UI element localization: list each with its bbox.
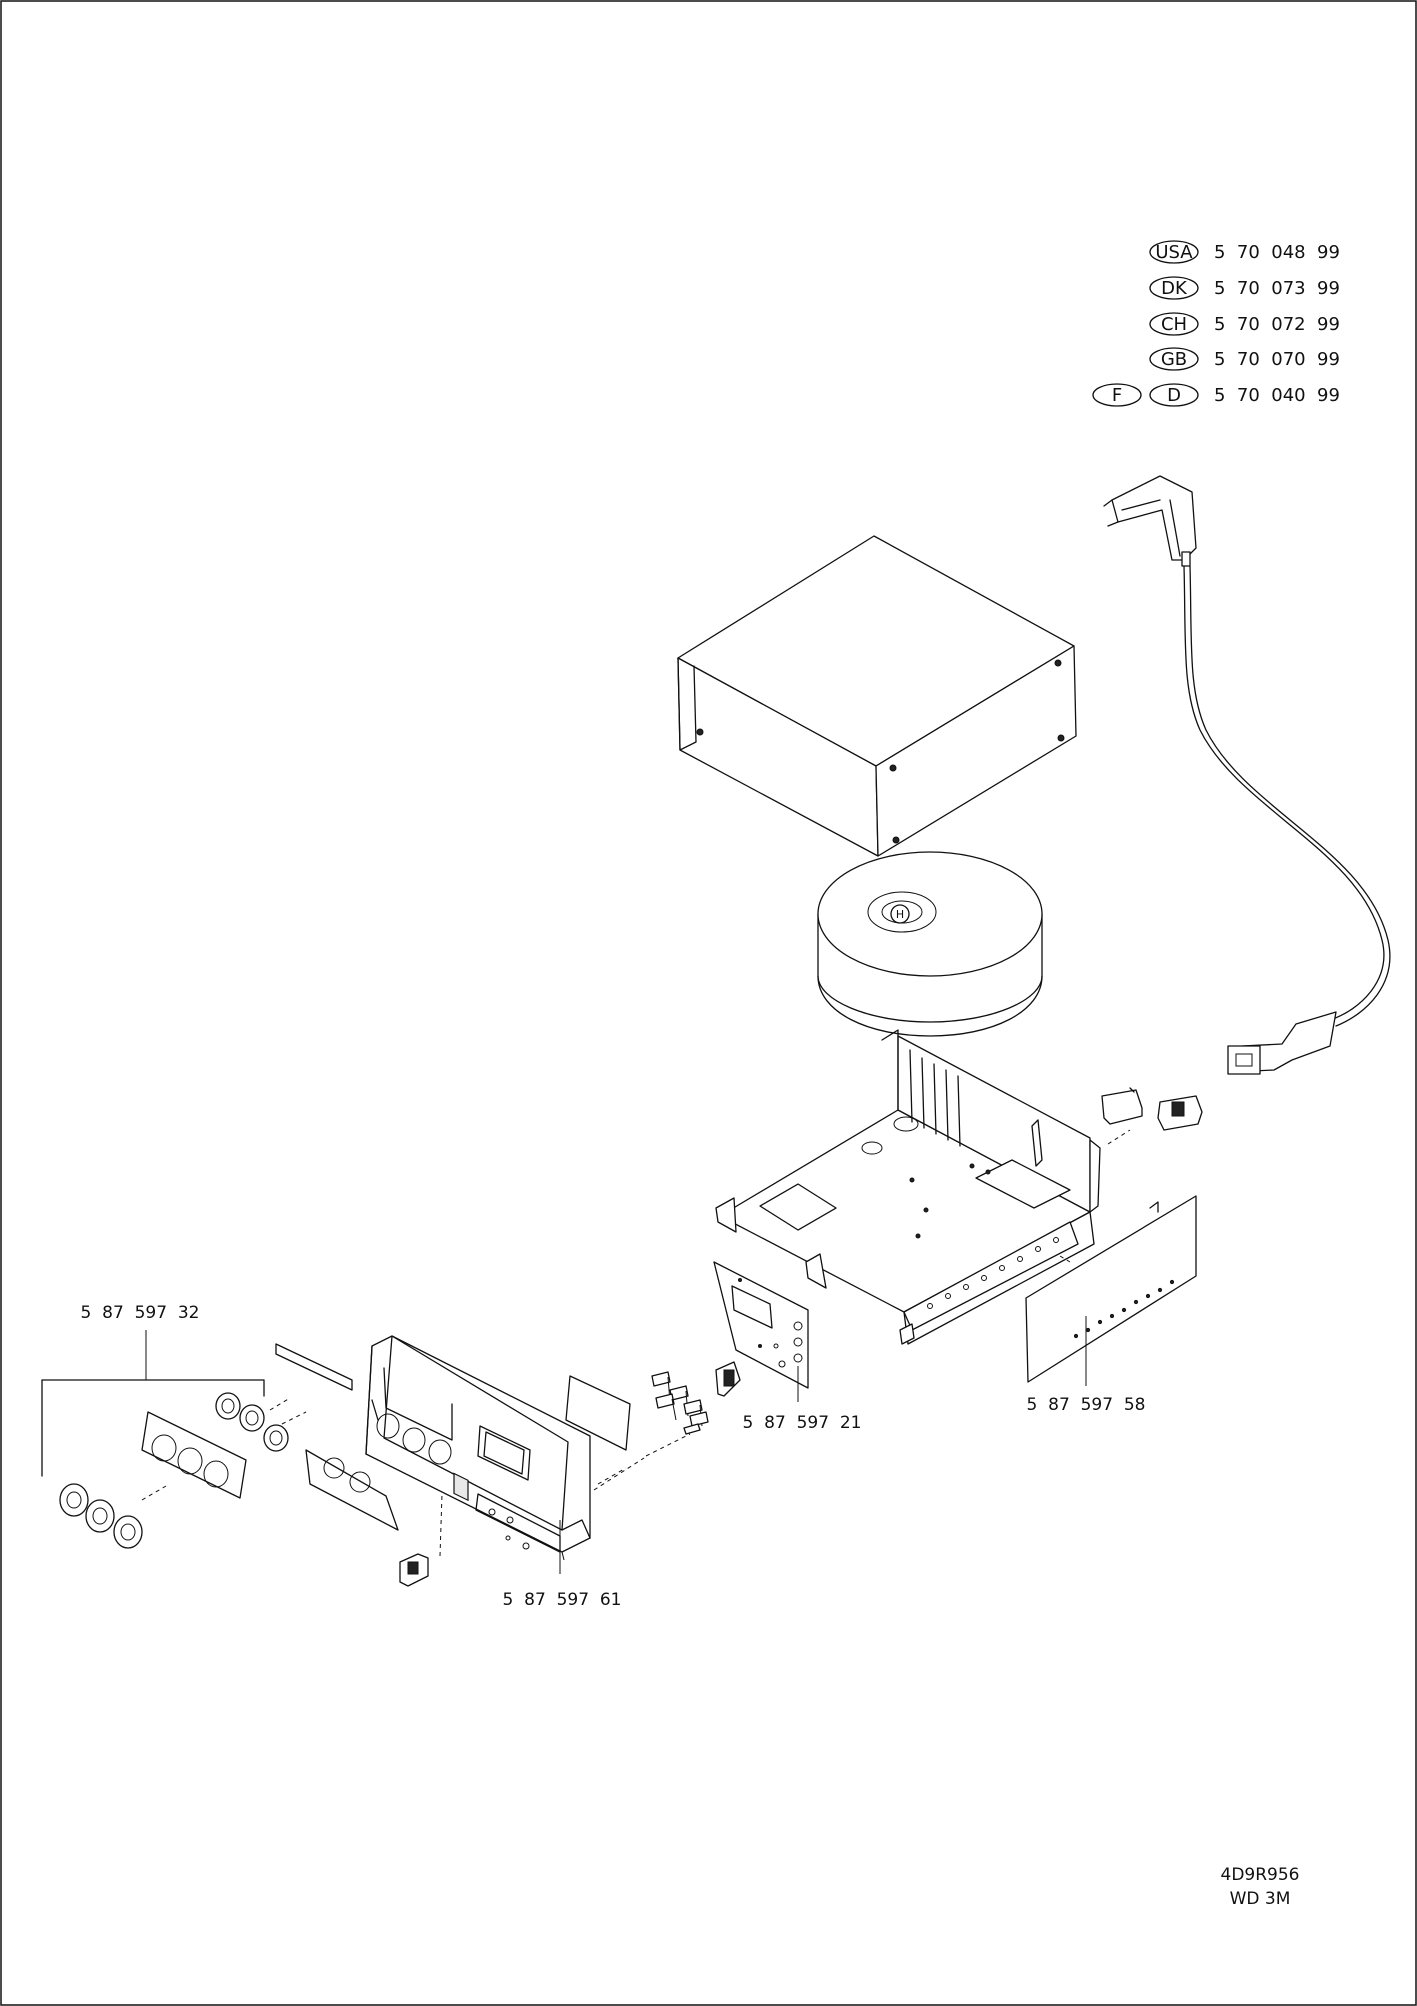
- rear-power-components: [1101, 1087, 1203, 1145]
- part-number-usa: 5 70 048 99: [1214, 242, 1340, 263]
- variant-row-ch: CH 5 70 072 99: [1149, 312, 1340, 336]
- country-badge-d: [1149, 383, 1199, 407]
- country-badge-gb: [1149, 347, 1199, 371]
- mains-plug-icon: [1111, 475, 1197, 561]
- top-cover: [677, 535, 1077, 857]
- variant-row-dk: DK 5 70 073 99: [1149, 276, 1340, 300]
- drawing-reference: 4D9R956 WD 3M: [1221, 1865, 1300, 1909]
- transformer-marker: [890, 904, 910, 924]
- cable-line: [1183, 565, 1385, 1021]
- country-badge-ch: [1149, 312, 1199, 336]
- country-code-dk: DK: [1161, 278, 1188, 299]
- power-switch: [399, 1493, 443, 1587]
- country-code-ch: CH: [1161, 314, 1187, 335]
- chassis-rail-holes: [927, 1237, 1059, 1309]
- country-code-f: F: [1112, 385, 1122, 406]
- pcb-standoffs: [651, 1371, 709, 1435]
- country-code-gb: GB: [1161, 349, 1187, 370]
- part-number-ch: 5 70 072 99: [1214, 314, 1340, 335]
- knob-large-3: [113, 1515, 143, 1549]
- knob-large-2: [85, 1499, 115, 1533]
- mains-cable: [1103, 475, 1391, 1075]
- variant-legend: USA 5 70 048 99 DK 5 70 073 99 CH 5 70 0…: [1092, 240, 1340, 407]
- transformer: H: [817, 851, 1043, 1037]
- label-strip: [269, 1343, 353, 1411]
- rear-panel-holes: [1073, 1279, 1175, 1339]
- drawing-id: 4D9R956: [1221, 1865, 1300, 1885]
- knob-small-1: [215, 1392, 241, 1420]
- chassis: [715, 1029, 1101, 1345]
- country-code-usa: USA: [1155, 242, 1193, 263]
- insulating-sheet: [565, 1375, 631, 1451]
- country-badge-dk: [1149, 276, 1199, 300]
- knob-small-3: [263, 1424, 289, 1452]
- rear-panel: 5 87 597 58: [1025, 1195, 1197, 1415]
- callout-control-pcb: 5 87 597 21: [743, 1413, 862, 1433]
- variant-row-usa: USA 5 70 048 99: [1149, 240, 1340, 264]
- callout-front-panel: 5 87 597 61: [503, 1590, 622, 1610]
- part-number-dk: 5 70 073 99: [1214, 278, 1340, 299]
- callout-knob-set: 5 87 597 32: [81, 1303, 200, 1323]
- callout-rear-panel: 5 87 597 58: [1027, 1395, 1146, 1415]
- part-number-gb: 5 70 070 99: [1214, 349, 1340, 370]
- front-panel: 5 87 597 61: [365, 1335, 627, 1610]
- model-name: WD 3M: [1230, 1889, 1291, 1909]
- transformer-marker-label: H: [896, 908, 904, 921]
- variant-row-gb: GB 5 70 070 99: [1149, 347, 1340, 371]
- variant-row-f-d: F D 5 70 040 99: [1092, 383, 1340, 407]
- control-pcb: 5 87 597 21: [565, 1261, 862, 1491]
- knob-small-2: [239, 1404, 265, 1432]
- knob-large-1: [59, 1483, 89, 1517]
- knob-set: 5 87 597 32: [41, 1303, 307, 1549]
- part-number-f-d: 5 70 040 99: [1214, 385, 1340, 406]
- country-code-d: D: [1167, 385, 1181, 406]
- country-badge-usa: [1149, 240, 1199, 264]
- front-bezel-strip: [305, 1449, 399, 1531]
- country-badge-f: [1092, 383, 1142, 407]
